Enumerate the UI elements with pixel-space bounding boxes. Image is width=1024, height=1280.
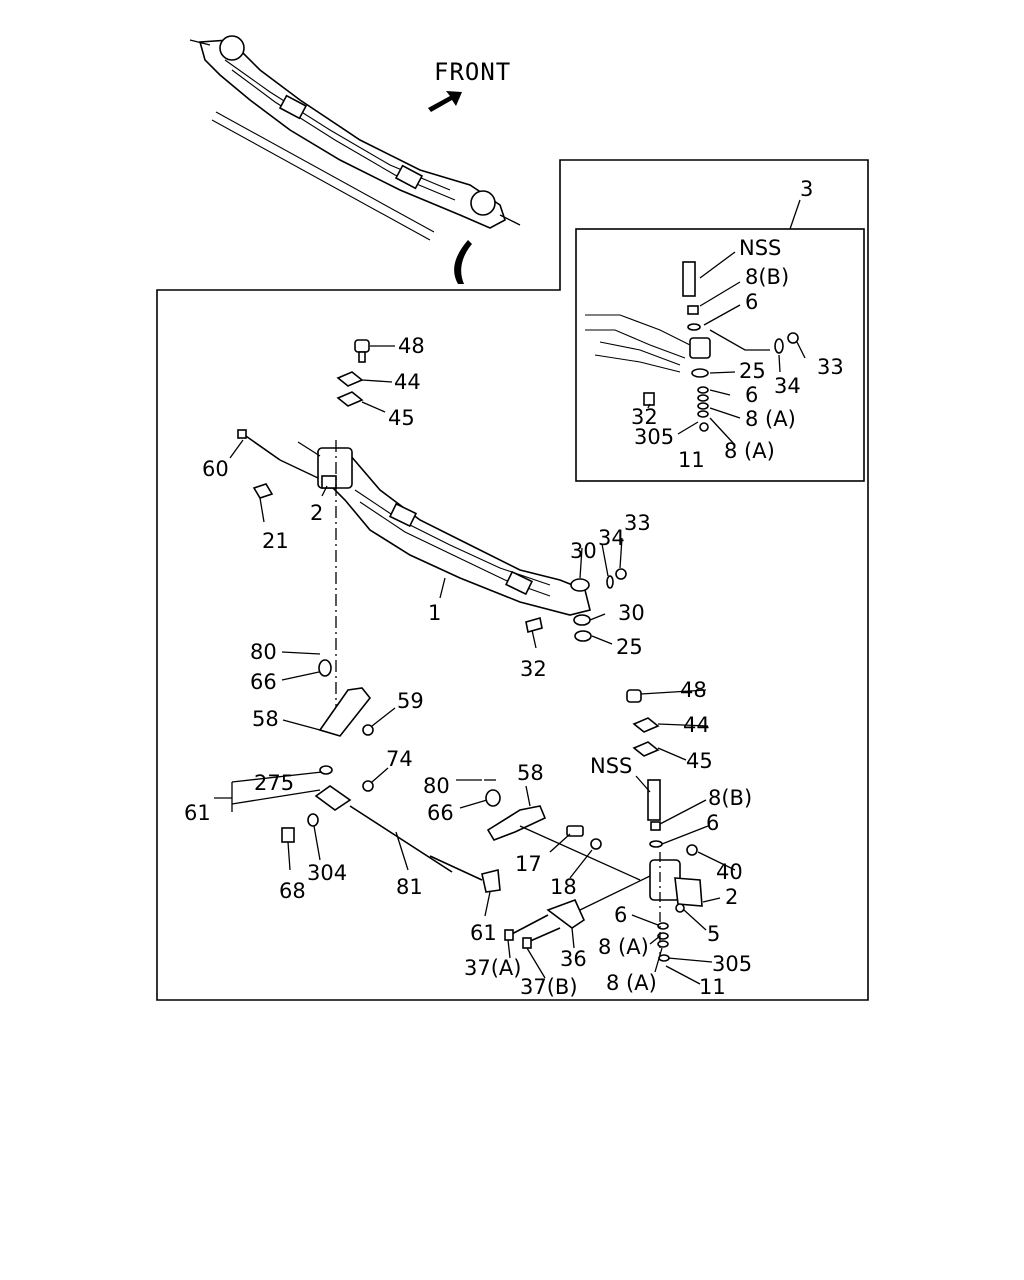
callout-66-right: 66 [427,801,454,825]
callout-18: 18 [550,875,577,899]
inset-leaders [647,251,806,446]
callout-59: 59 [397,689,424,713]
callout-17: 17 [515,852,542,876]
callout-30-bottom: 30 [618,601,645,625]
callout-37a: 37(A) [464,956,521,980]
callout-58-right: 58 [517,761,544,785]
callout-32: 32 [520,657,547,681]
detail-pointer-arc [454,240,472,284]
callout-36: 36 [560,947,587,971]
front-arrow-icon [428,91,462,112]
callout-60: 60 [202,457,229,481]
callout-nss: NSS [590,754,632,778]
callout-2-left: 2 [310,501,323,525]
inset-callout-11: 11 [678,448,705,472]
callout-81: 81 [396,875,423,899]
callout-68: 68 [279,879,306,903]
main-leaders [214,345,736,985]
callout-8a-1: 8 (A) [598,935,649,959]
inset-callout-8a-1: 8 (A) [745,407,796,431]
callout-34: 34 [598,526,625,550]
inset-callout-8b: 8(B) [745,265,789,289]
callout-80-right: 80 [423,774,450,798]
callout-6-bottom: 6 [614,903,627,927]
callout-80-left: 80 [250,640,277,664]
callout-25: 25 [616,635,643,659]
callout-305: 305 [712,952,752,976]
callout-2-right: 2 [725,885,738,909]
callout-48-right: 48 [680,678,707,702]
callout-45-right: 45 [686,749,713,773]
inset-callout-25: 25 [739,359,766,383]
callout-48-left: 48 [398,334,425,358]
callout-61-right: 61 [470,921,497,945]
callout-45-left: 45 [388,406,415,430]
inset-frame [575,228,865,482]
callout-40: 40 [716,860,743,884]
callout-37b: 37(B) [520,975,578,999]
callout-8a-2: 8 (A) [606,971,657,995]
callout-6-top: 6 [706,811,719,835]
callout-33: 33 [624,511,651,535]
inset-callout-305: 305 [634,425,674,449]
callout-61-left: 61 [184,801,211,825]
inset-callout-33: 33 [817,355,844,379]
callout-11: 11 [699,975,726,999]
callout-58-left: 58 [252,707,279,731]
inset-callout-nss: NSS [739,236,781,260]
inset-callout-6b: 6 [745,383,758,407]
callout-74: 74 [386,747,413,771]
front-label: FRONT [434,58,511,86]
inset-ref-label: 3 [800,177,813,201]
callout-21: 21 [262,529,289,553]
inset-kingpin-illustration [585,261,799,432]
callout-275: 275 [254,771,294,795]
overview-axle-illustration [189,35,521,284]
inset-callout-32: 32 [631,405,658,429]
main-axle-illustration [237,339,703,962]
callout-5: 5 [707,922,720,946]
inset-callout-6a: 6 [745,290,758,314]
callout-304: 304 [307,861,347,885]
callout-8b: 8(B) [708,786,752,810]
inset-callout-34: 34 [774,374,801,398]
callout-66-left: 66 [250,670,277,694]
inset-callout-8a-2: 8 (A) [724,439,775,463]
callout-1: 1 [428,601,441,625]
callout-44-right: 44 [683,713,710,737]
main-frame [156,159,869,1001]
callout-44-left: 44 [394,370,421,394]
callout-30-top: 30 [570,539,597,563]
